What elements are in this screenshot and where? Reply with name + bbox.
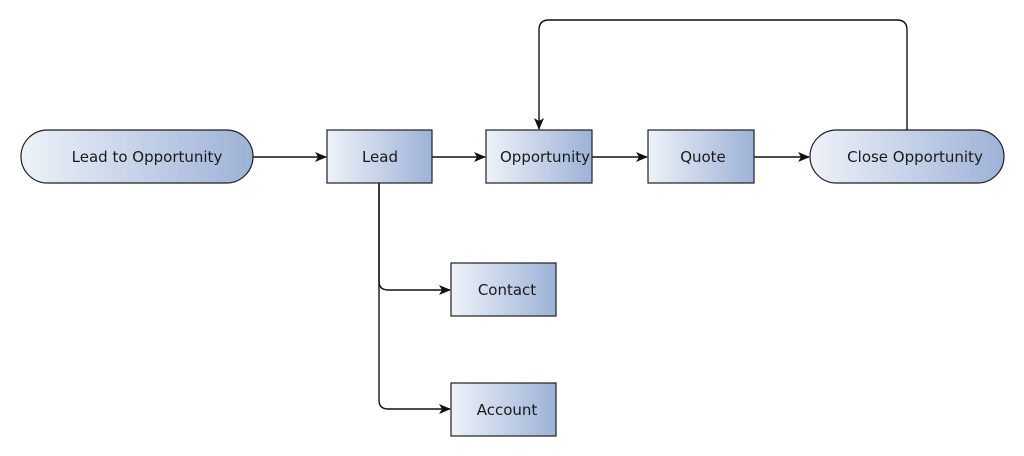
process-shape [326,129,433,184]
node-lead: Lead [326,129,433,184]
terminator-shape [20,129,254,184]
process-shape [450,262,557,317]
node-account: Account [450,382,557,437]
node-label-account: Account [477,401,538,419]
node-label-quote: Quote [680,148,726,166]
node-label-opportunity: Opportunity [500,148,590,166]
node-quote: Quote [647,129,755,184]
node-close-opportunity: Close Opportunity [809,129,1005,184]
process-shape [450,382,557,437]
process-shape [647,129,755,184]
node-lead-to-opportunity: Lead to Opportunity [20,129,254,184]
process-shape [485,129,593,184]
node-label-close-opportunity: Close Opportunity [847,148,983,166]
terminator-shape [809,129,1005,184]
node-contact: Contact [450,262,557,317]
edge-lead-to-account [378,183,451,414]
node-label-contact: Contact [478,281,536,299]
edge-lead-to-contact [378,183,451,295]
edge-close-opportunity-loop-to-opportunity [534,19,908,130]
node-label-lead-to-opportunity: Lead to Opportunity [72,148,223,166]
node-opportunity: Opportunity [485,129,593,184]
edges [253,19,908,414]
node-label-lead: Lead [362,148,398,166]
